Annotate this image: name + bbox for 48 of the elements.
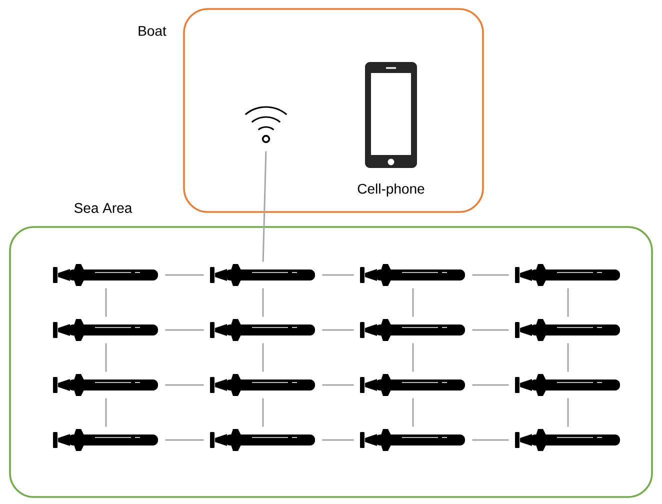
- connector-line: [567, 398, 569, 427]
- underwater-vehicle-icon: [515, 374, 620, 396]
- connector-line: [567, 288, 569, 317]
- connector-line: [262, 398, 264, 427]
- underwater-vehicle-icon: [515, 319, 620, 341]
- underwater-vehicle-icon: [515, 264, 620, 286]
- connector-line: [472, 329, 509, 331]
- underwater-vehicle-icon: [210, 429, 315, 451]
- underwater-vehicle-icon: [360, 319, 465, 341]
- group-box: [9, 226, 653, 498]
- group-box: [183, 8, 484, 213]
- connector-line: [262, 343, 264, 372]
- connector-line: [165, 274, 204, 276]
- connector-line: [165, 384, 204, 386]
- underwater-vehicle-icon: [53, 319, 158, 341]
- connector-line: [412, 343, 414, 372]
- connector-line: [262, 151, 267, 262]
- wifi-icon: [244, 106, 288, 144]
- underwater-vehicle-icon: [210, 264, 315, 286]
- underwater-vehicle-icon: [53, 429, 158, 451]
- underwater-vehicle-icon: [360, 264, 465, 286]
- connector-line: [412, 398, 414, 427]
- underwater-vehicle-icon: [53, 374, 158, 396]
- connector-line: [322, 384, 354, 386]
- underwater-vehicle-icon: [210, 374, 315, 396]
- connector-line: [567, 343, 569, 372]
- connector-line: [322, 439, 354, 441]
- connector-line: [472, 384, 509, 386]
- connector-line: [262, 288, 264, 317]
- underwater-vehicle-icon: [515, 429, 620, 451]
- underwater-vehicle-icon: [53, 264, 158, 286]
- connector-line: [105, 398, 107, 427]
- connector-line: [412, 288, 414, 317]
- connector-line: [105, 343, 107, 372]
- group-heading: Boat: [138, 26, 166, 36]
- connector-line: [165, 329, 204, 331]
- connector-line: [322, 329, 354, 331]
- underwater-vehicle-icon: [360, 429, 465, 451]
- group-heading: Sea Area: [74, 203, 132, 213]
- connector-line: [105, 288, 107, 317]
- device-label: Cell-phone: [358, 183, 424, 197]
- phone-icon: [365, 62, 417, 168]
- underwater-vehicle-icon: [210, 319, 315, 341]
- underwater-vehicle-icon: [360, 374, 465, 396]
- connector-line: [472, 274, 509, 276]
- connector-line: [472, 439, 509, 441]
- connector-line: [165, 439, 204, 441]
- connector-line: [322, 274, 354, 276]
